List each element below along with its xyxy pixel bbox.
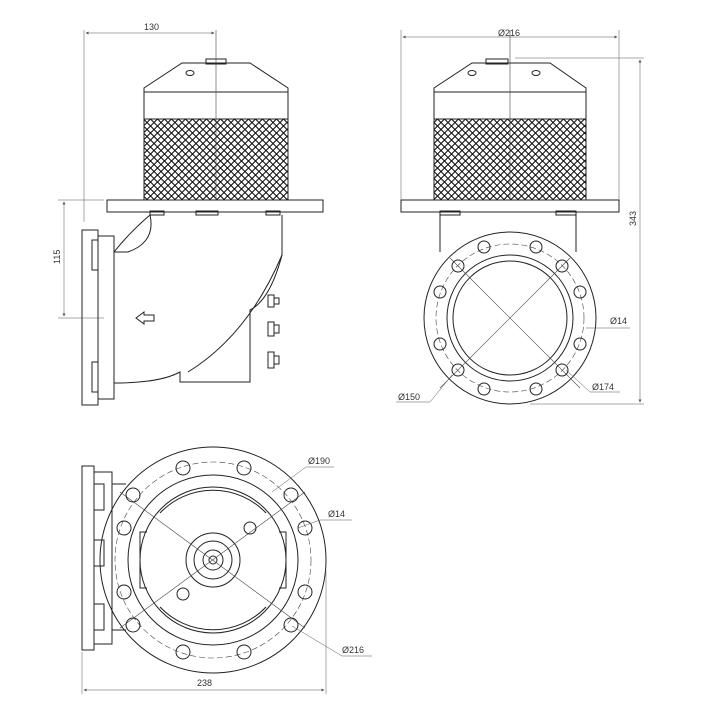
front-bolt-holes — [433, 240, 587, 396]
bottom-hub — [185, 532, 241, 588]
bottom-view — [81, 446, 372, 694]
side-fittings — [267, 294, 280, 369]
flow-arrow-icon — [135, 311, 155, 325]
side-flange-plate — [106, 199, 324, 213]
bottom-bolt-holes — [116, 460, 313, 660]
dim-bottom-hole: Ø14 — [328, 509, 345, 519]
bottom-outer-flange — [99, 446, 327, 674]
dim-front-hole: Ø14 — [610, 316, 627, 326]
side-vertical-flange — [81, 229, 99, 406]
dim-front-height: 343 — [628, 211, 638, 226]
dim-bottom-width: 238 — [197, 678, 212, 688]
dim-bottom-bolt-circle: Ø190 — [308, 456, 330, 466]
bottom-inner-bolt-holes — [176, 521, 257, 601]
front-bore-outer — [446, 254, 574, 382]
front-bore — [452, 260, 568, 376]
dim-front-bore: Ø150 — [398, 392, 420, 402]
side-view — [58, 30, 324, 406]
dim-front-diameter: Ø216 — [498, 28, 520, 38]
front-view — [396, 30, 644, 405]
bottom-vertical-flange — [81, 465, 95, 651]
dim-side-flange-height: 115 — [52, 250, 62, 264]
dim-front-bolt-circle: Ø174 — [592, 382, 614, 392]
dim-bottom-outer: Ø216 — [342, 645, 364, 655]
side-elbow-body — [113, 214, 283, 384]
dim-side-width: 130 — [144, 22, 159, 32]
bottom-inner-ring — [127, 474, 299, 646]
front-outer-flange — [423, 231, 597, 405]
front-flange-plate — [400, 199, 620, 213]
